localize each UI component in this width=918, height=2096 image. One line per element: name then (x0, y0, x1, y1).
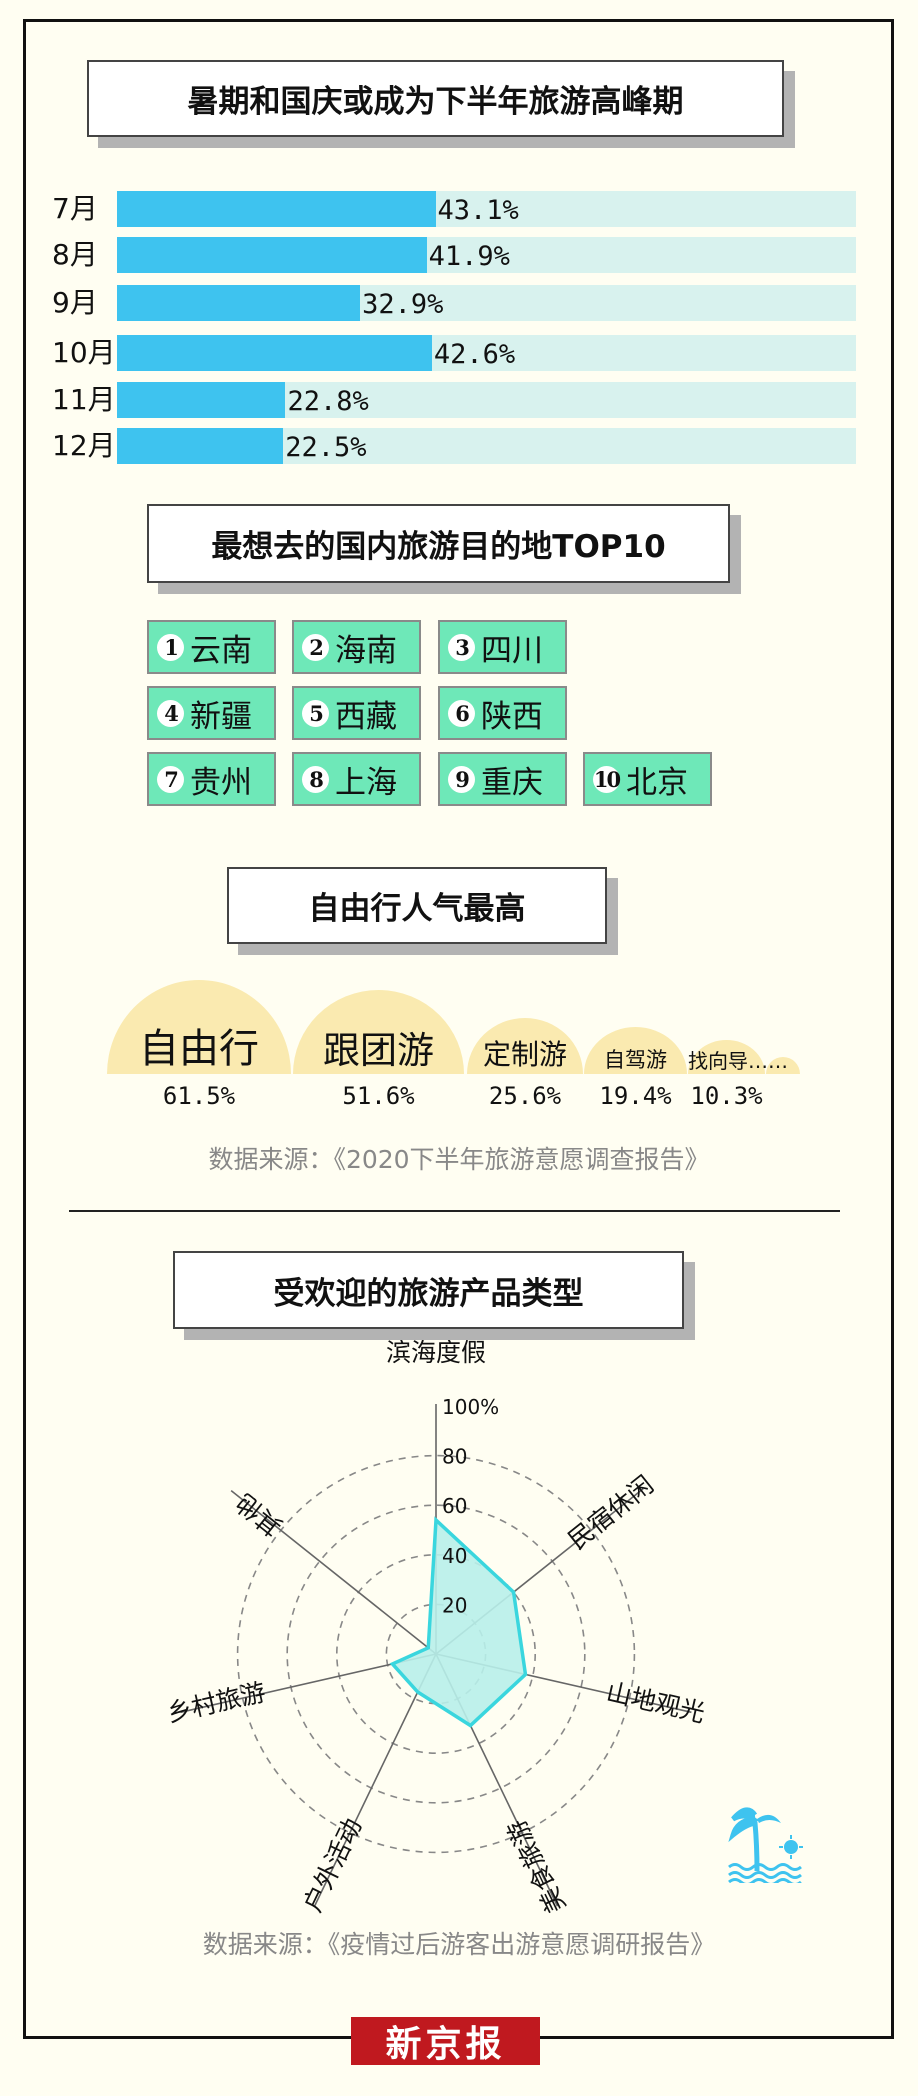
axis-label: 美食旅游 (502, 1815, 572, 1918)
radar-area (389, 1516, 528, 1728)
radar-axis (230, 1490, 437, 1655)
tick-label: 60 (442, 1494, 467, 1518)
month-label: 10月 (52, 336, 116, 369)
axis-label: 乡村旅游 (164, 1677, 268, 1728)
travel-mode-percent: 25.6% (488, 1082, 562, 1110)
travel-mode-label: 找向导…… (688, 1049, 788, 1073)
destination-name: 上海 (335, 764, 397, 801)
radar-axis (313, 1653, 437, 1907)
tick-label: 40 (442, 1544, 467, 1568)
travel-mode-label: 跟团游 (323, 1029, 434, 1073)
month-label: 7月 (52, 192, 98, 225)
travel-mode-label: 自由行 (139, 1026, 259, 1072)
bar-value: 42.6% (433, 339, 516, 370)
month-row: 8月 41.9% (52, 237, 856, 273)
bar-fill (117, 428, 284, 464)
rank-badge: 6 (448, 699, 475, 727)
bar-track: 43.1% (117, 191, 856, 227)
axis-label: 山地观光 (604, 1677, 708, 1728)
bar-fill (117, 335, 432, 371)
bar-track: 22.8% (117, 382, 856, 418)
source-note-2: 数据来源：《疫情过后游客出游意愿调研报告》 (202, 1930, 716, 1959)
palm-beach-icon (728, 1807, 803, 1883)
section4-title: 受欢迎的旅游产品类型 (173, 1251, 684, 1329)
bar-value: 22.5% (285, 432, 367, 463)
rank-badge: 9 (448, 765, 475, 793)
bar-value: 41.9% (428, 241, 510, 272)
month-label: 12月 (52, 429, 116, 462)
xinjingbao-logo: 新京报 (351, 2017, 540, 2065)
bar-fill (117, 285, 361, 321)
tick-label: 100% (442, 1395, 499, 1419)
bar-track: 41.9% (117, 237, 856, 273)
destination-name: 云南 (190, 632, 252, 669)
bar-fill (117, 382, 286, 418)
travel-mode-percent: 51.6% (342, 1082, 415, 1110)
axis-label: 户外活动 (298, 1814, 368, 1917)
travel-mode-percent: 19.4% (599, 1082, 672, 1110)
travel-mode-label: 自驾游 (604, 1047, 667, 1072)
grid-ring (335, 1554, 536, 1754)
destination-name: 北京 (626, 764, 688, 801)
month-row: 10月 42.6% (52, 335, 856, 371)
bar-fill (117, 191, 436, 227)
rank-badge: 8 (302, 765, 329, 793)
grid-ring (236, 1454, 636, 1854)
axis-label: 民宿休闲 (563, 1470, 659, 1555)
bar-value: 22.8% (287, 386, 369, 417)
destination-name: 贵州 (190, 764, 252, 801)
rank-badge: 2 (302, 633, 329, 661)
section2-title: 最想去的国内旅游目的地TOP10 (147, 504, 730, 583)
bar-track: 42.6% (117, 335, 856, 371)
month-row: 12月 22.5% (52, 428, 856, 464)
month-label: 9月 (52, 286, 98, 319)
bar-fill (117, 237, 427, 273)
destination-name: 新疆 (190, 698, 252, 735)
month-row: 11月 22.8% (52, 382, 856, 418)
dome-shape (766, 1057, 800, 1074)
divider (69, 1210, 840, 1212)
axis-label: 滨海度假 (386, 1340, 486, 1367)
month-row: 7月 43.1% (52, 191, 856, 227)
rank-badge: 7 (157, 765, 184, 793)
travel-mode-label: 定制游 (482, 1038, 568, 1072)
month-row: 9月 32.9% (52, 285, 856, 321)
source-note-1: 数据来源：《2020下半年旅游意愿调查报告》 (208, 1145, 710, 1174)
destination-name: 重庆 (481, 764, 543, 801)
tick-label: 20 (442, 1593, 467, 1617)
section1-title: 暑期和国庆或成为下半年旅游高峰期 (87, 60, 784, 137)
destination-name: 海南 (335, 632, 397, 669)
month-label: 8月 (52, 238, 98, 271)
bar-value: 43.1% (437, 195, 519, 226)
travel-mode-percent: 61.5% (162, 1082, 236, 1110)
grid-ring (286, 1504, 586, 1804)
destination-name: 陕西 (481, 698, 543, 735)
bar-track: 32.9% (117, 285, 856, 321)
month-label: 11月 (52, 383, 116, 416)
rank-badge: 3 (448, 633, 475, 661)
rank-badge: 1 (157, 633, 184, 661)
bar-track: 22.5% (117, 428, 856, 464)
rank-badge: 4 (157, 699, 184, 727)
travel-mode-percent: 10.3% (690, 1082, 763, 1110)
destination-name: 西藏 (335, 698, 397, 735)
destination-name: 四川 (481, 632, 543, 669)
tick-label: 80 (442, 1445, 467, 1469)
section3-title: 自由行人气最高 (227, 867, 607, 944)
bar-value: 32.9% (362, 289, 444, 320)
rank-badge: 10 (593, 765, 621, 793)
rank-badge: 5 (302, 699, 329, 727)
